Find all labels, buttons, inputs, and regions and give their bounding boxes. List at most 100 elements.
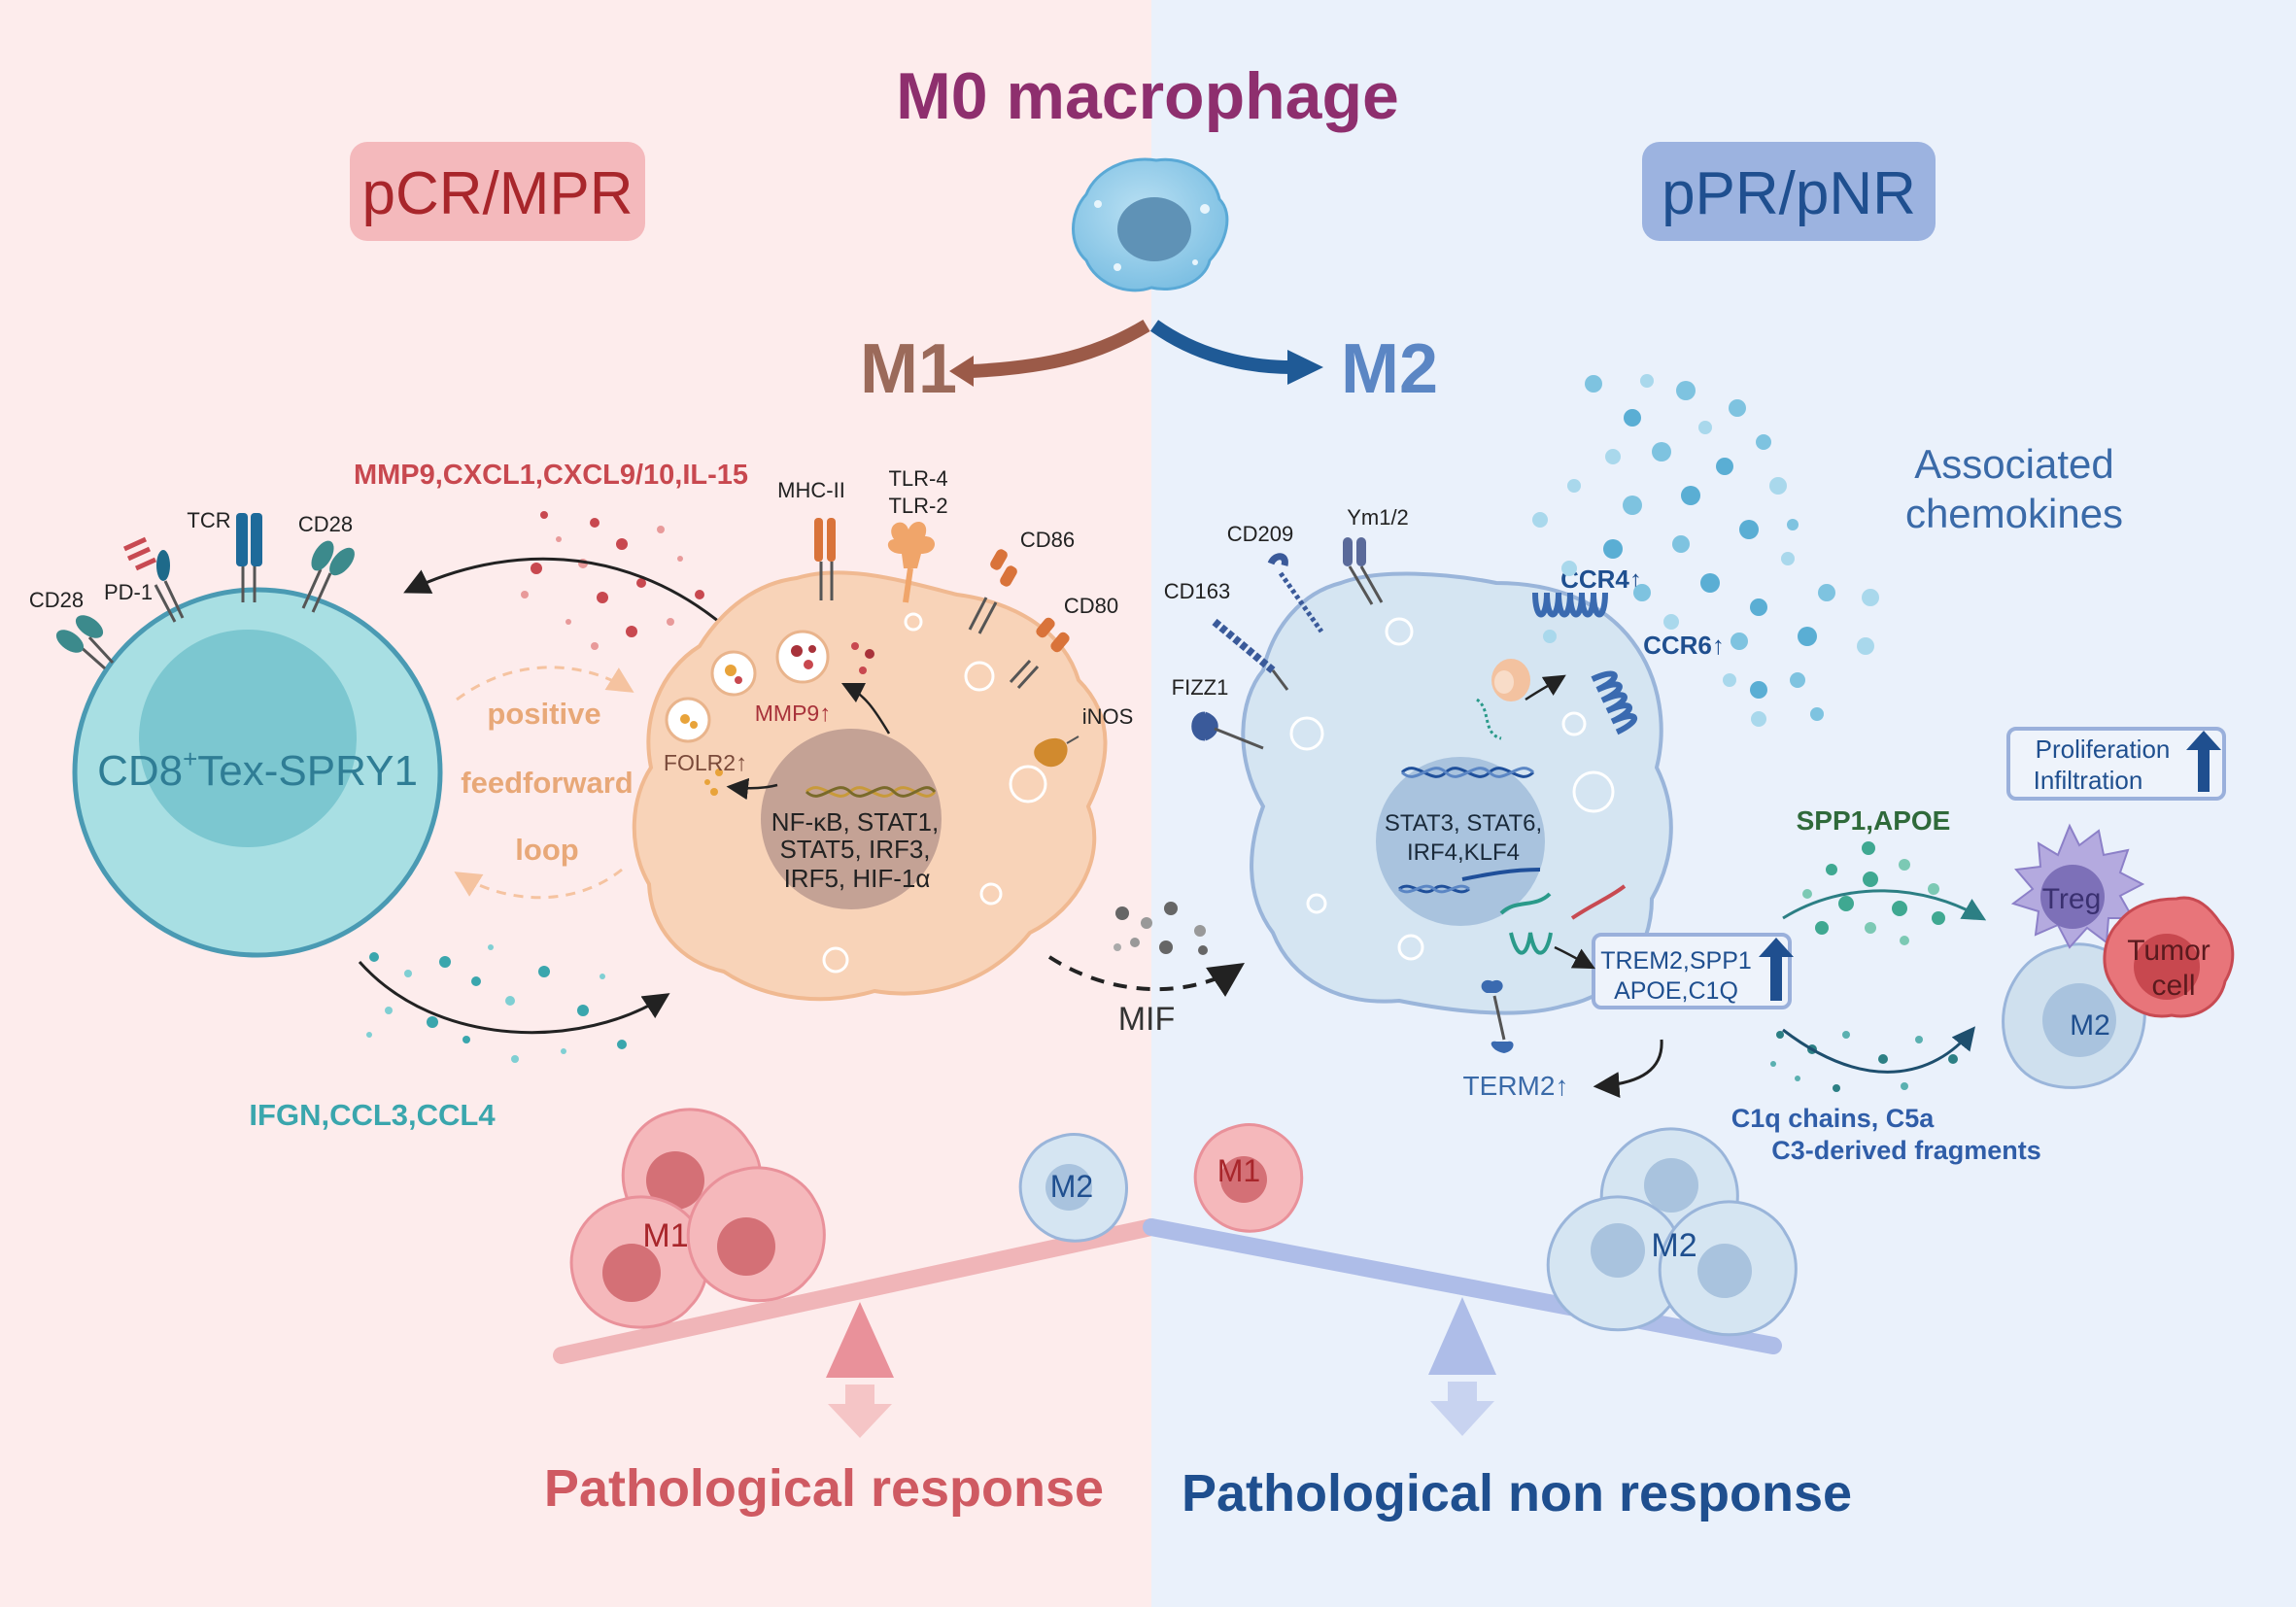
complement-line-1: C1q chains, C5a xyxy=(1731,1104,1936,1133)
arrow-to-term2 xyxy=(1593,1039,1663,1099)
loop-arrow-top xyxy=(456,666,634,701)
spp1-apoe-label: SPP1,APOE xyxy=(1797,805,1951,836)
arrow-complement-to-cells xyxy=(1782,1026,1976,1074)
right-group-badge xyxy=(1642,142,1936,241)
spp1-dots xyxy=(1802,841,1945,945)
m2-tf-line-1: STAT3, STAT6, xyxy=(1385,810,1542,837)
secreted-factors-top: MMP9,CXCL1,CXCL9/10,IL-15 xyxy=(354,460,748,491)
genes-line-2: APOE,C1Q xyxy=(1614,977,1738,1005)
outcome-left: Pathological response xyxy=(544,1459,1104,1518)
right-group-label: pPR/pNR xyxy=(1662,160,1916,227)
m1-single-right-label: M1 xyxy=(1217,1153,1260,1188)
cd86-receptor xyxy=(968,549,1017,634)
inos-icon xyxy=(1034,735,1079,768)
cd28-receptor-left xyxy=(55,615,115,670)
m2-arrowhead xyxy=(1287,350,1323,385)
chemokine-dots xyxy=(1532,374,1879,727)
left-down-arrow-icon xyxy=(828,1385,892,1438)
m2-cluster-right xyxy=(1546,1127,1798,1337)
ym-label: Ym1/2 xyxy=(1347,505,1409,530)
proliferation-box xyxy=(2006,727,2226,801)
m1-tf-line-2: STAT5, IRF3, xyxy=(779,835,930,864)
outcome-right: Pathological non response xyxy=(1182,1464,1852,1522)
right-down-arrow-icon xyxy=(1430,1382,1494,1436)
ccr6-receptor xyxy=(1591,670,1638,735)
treg-label: Treg xyxy=(2042,883,2102,915)
loop-text-3: loop xyxy=(515,833,578,867)
left-fulcrum xyxy=(826,1302,894,1378)
proliferation-line-2: Infiltration xyxy=(2034,766,2143,795)
tcr-receptor xyxy=(236,513,262,602)
m2-transcript xyxy=(1461,868,1541,881)
m2-single-left-label: M2 xyxy=(1050,1169,1093,1204)
m1-tf-line-3: IRF5, HIF-1α xyxy=(784,864,931,893)
m1-cluster-left xyxy=(569,1108,826,1329)
folr2-label: FOLR2↑ xyxy=(664,750,747,776)
ribosome-icon xyxy=(1476,659,1530,740)
fizz1-receptor xyxy=(1191,711,1264,750)
cd28-label-left: CD28 xyxy=(29,588,84,612)
tumor-label-2: cell xyxy=(2151,970,2195,1002)
arrow-spp1-to-treg xyxy=(1782,889,1987,921)
cd8-cell-label: CD8+Tex-SPRY1 xyxy=(97,744,418,795)
cd86-label: CD86 xyxy=(1020,528,1075,552)
cd163-receptor xyxy=(1212,618,1289,691)
complement-line-2: C3-derived fragments xyxy=(1771,1136,2041,1165)
m2-internal-arrow xyxy=(1525,674,1566,701)
loop-text-1: positive xyxy=(487,697,600,731)
m1-label: M1 xyxy=(860,330,957,408)
m2-small-label: M2 xyxy=(2070,1009,2110,1042)
mif-dots xyxy=(1114,902,1208,955)
ccr6-label: CCR6↑ xyxy=(1643,631,1725,660)
genes-line-1: TREM2,SPP1 xyxy=(1600,947,1752,974)
left-group-label: pCR/MPR xyxy=(361,160,633,227)
loop-text-2: feedforward xyxy=(461,766,633,800)
mhc-ii-receptor xyxy=(814,518,836,600)
tumor-cell xyxy=(2103,896,2235,1018)
seesaw-left-beam xyxy=(553,1218,1160,1364)
left-group-badge xyxy=(350,142,645,241)
m1-arrowhead xyxy=(949,356,974,387)
mif-arrow xyxy=(1047,955,1245,997)
treg-cell xyxy=(2010,823,2145,949)
m1-macrophage-cell xyxy=(632,570,1108,1002)
m1-internal-arrow-1 xyxy=(840,682,891,735)
m2-polarization-arrow xyxy=(1149,320,1293,374)
cd80-receptor xyxy=(1009,617,1070,690)
mmp9-label: MMP9↑ xyxy=(755,701,831,727)
m1-single-right xyxy=(1193,1123,1304,1233)
term2-label: TERM2↑ xyxy=(1463,1071,1569,1101)
ccr4-receptor xyxy=(1532,592,1608,618)
right-fulcrum xyxy=(1428,1297,1496,1375)
cd209-receptor xyxy=(1267,553,1324,633)
arrow-to-genes xyxy=(1554,945,1595,970)
cd28-receptor-right xyxy=(301,540,355,613)
m2-tf-line-2: IRF4,KLF4 xyxy=(1407,839,1520,866)
tumor-label-1: Tumor xyxy=(2127,935,2210,967)
term2-receptor xyxy=(1481,979,1514,1053)
tlr2-label: TLR-2 xyxy=(888,494,947,518)
m1-cluster-label: M1 xyxy=(642,1217,688,1254)
secreted-dots-bottom xyxy=(366,944,627,1063)
associated-chemokines-line-1: Associated xyxy=(1914,441,2113,487)
title: M0 macrophage xyxy=(896,59,1399,133)
cd163-label: CD163 xyxy=(1164,579,1230,603)
arrow-to-cd8 xyxy=(403,557,720,624)
genes-box xyxy=(1592,933,1792,1009)
pd1-receptor xyxy=(122,536,185,623)
m1-polarization-arrow xyxy=(971,319,1150,378)
m1-internal-arrow-2 xyxy=(726,777,778,801)
m1-tf-line-1: NF-κB, STAT1, xyxy=(771,807,939,837)
arrow-to-m1 xyxy=(358,961,670,1035)
proliferation-up-arrow-icon xyxy=(2186,731,2221,792)
pd1-label: PD-1 xyxy=(104,580,153,604)
mhc-ii-label: MHC-II xyxy=(777,478,845,502)
tlr4-label: TLR-4 xyxy=(888,466,947,491)
cd28-label-right: CD28 xyxy=(298,512,353,536)
proliferation-line-1: Proliferation xyxy=(2036,735,2171,764)
tlr-receptor xyxy=(887,521,936,603)
secreted-factors-bottom: IFGN,CCL3,CCL4 xyxy=(249,1098,496,1132)
mif-label: MIF xyxy=(1118,1001,1176,1038)
